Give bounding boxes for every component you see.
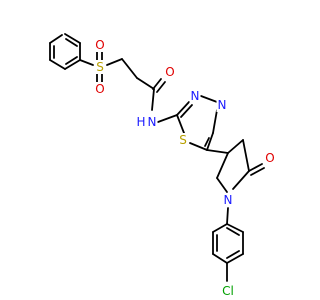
- atom-O-lactam: O: [265, 151, 274, 165]
- atom-label-background: [94, 82, 106, 96]
- atom-O-sulfonyl-top: O: [95, 38, 104, 52]
- bond: [206, 149, 229, 154]
- bond: [200, 95, 218, 103]
- atom-label-background: [164, 65, 176, 79]
- bond: [65, 56, 78, 65]
- bond: [212, 253, 228, 264]
- atom-S-sulfonyl: S: [96, 60, 104, 74]
- bond: [216, 177, 228, 193]
- molecule-structure: S O O O N H N N S O N Cl: [49, 33, 276, 298]
- bond: [65, 38, 78, 47]
- bond: [227, 139, 244, 154]
- bond: [232, 170, 250, 190]
- bond: [226, 250, 240, 259]
- atom-N-pyrrolidine: N: [224, 193, 233, 207]
- bond: [212, 109, 218, 134]
- bond: [189, 142, 208, 151]
- bond: [121, 58, 138, 79]
- atom-labels: S O O O N H N N S O N Cl: [95, 38, 274, 298]
- atom-label-background: [135, 115, 147, 129]
- bond: [226, 227, 240, 236]
- bond: [206, 132, 214, 151]
- bond: [49, 59, 66, 70]
- atom-label-background: [189, 89, 201, 103]
- bond: [136, 77, 155, 90]
- atom-H-amide: H: [136, 115, 145, 129]
- bond: [49, 34, 63, 44]
- bond: [176, 101, 190, 116]
- bond: [79, 59, 94, 66]
- atom-label-background: [264, 151, 276, 165]
- atom-label-background: [95, 60, 105, 74]
- atom-label-background: [178, 133, 188, 147]
- atom-label-backgrounds: [94, 38, 276, 298]
- bond: [248, 163, 263, 172]
- bonds: [49, 33, 265, 282]
- bond: [226, 253, 244, 264]
- atom-label-background: [216, 98, 228, 112]
- bond: [250, 167, 265, 176]
- atom-S-thiadiazole: S: [179, 133, 187, 147]
- bond: [64, 33, 81, 44]
- bond: [212, 223, 228, 233]
- atom-O-sulfonyl-bottom: O: [95, 82, 104, 96]
- bond: [64, 59, 81, 70]
- bond: [157, 114, 178, 123]
- bond: [152, 78, 162, 90]
- bond: [226, 223, 244, 233]
- bond: [151, 88, 155, 111]
- atom-Cl: Cl: [222, 284, 234, 298]
- atom-N-amide: N: [148, 115, 157, 129]
- atom-label-background: [222, 193, 234, 207]
- bond: [156, 81, 166, 93]
- atom-N-thiadiazole-2: N: [218, 98, 227, 112]
- bond: [204, 137, 210, 147]
- bond: [176, 114, 185, 134]
- atom-N-thiadiazole-1: N: [191, 89, 200, 103]
- atom-label-background: [94, 38, 106, 52]
- atom-O-amide: O: [165, 65, 174, 79]
- bond: [216, 152, 229, 179]
- atom-label-background: [146, 115, 158, 129]
- bond: [242, 139, 250, 172]
- atom-label-background: [221, 284, 235, 298]
- bond: [106, 58, 123, 66]
- bond: [180, 104, 193, 118]
- bond: [226, 207, 229, 225]
